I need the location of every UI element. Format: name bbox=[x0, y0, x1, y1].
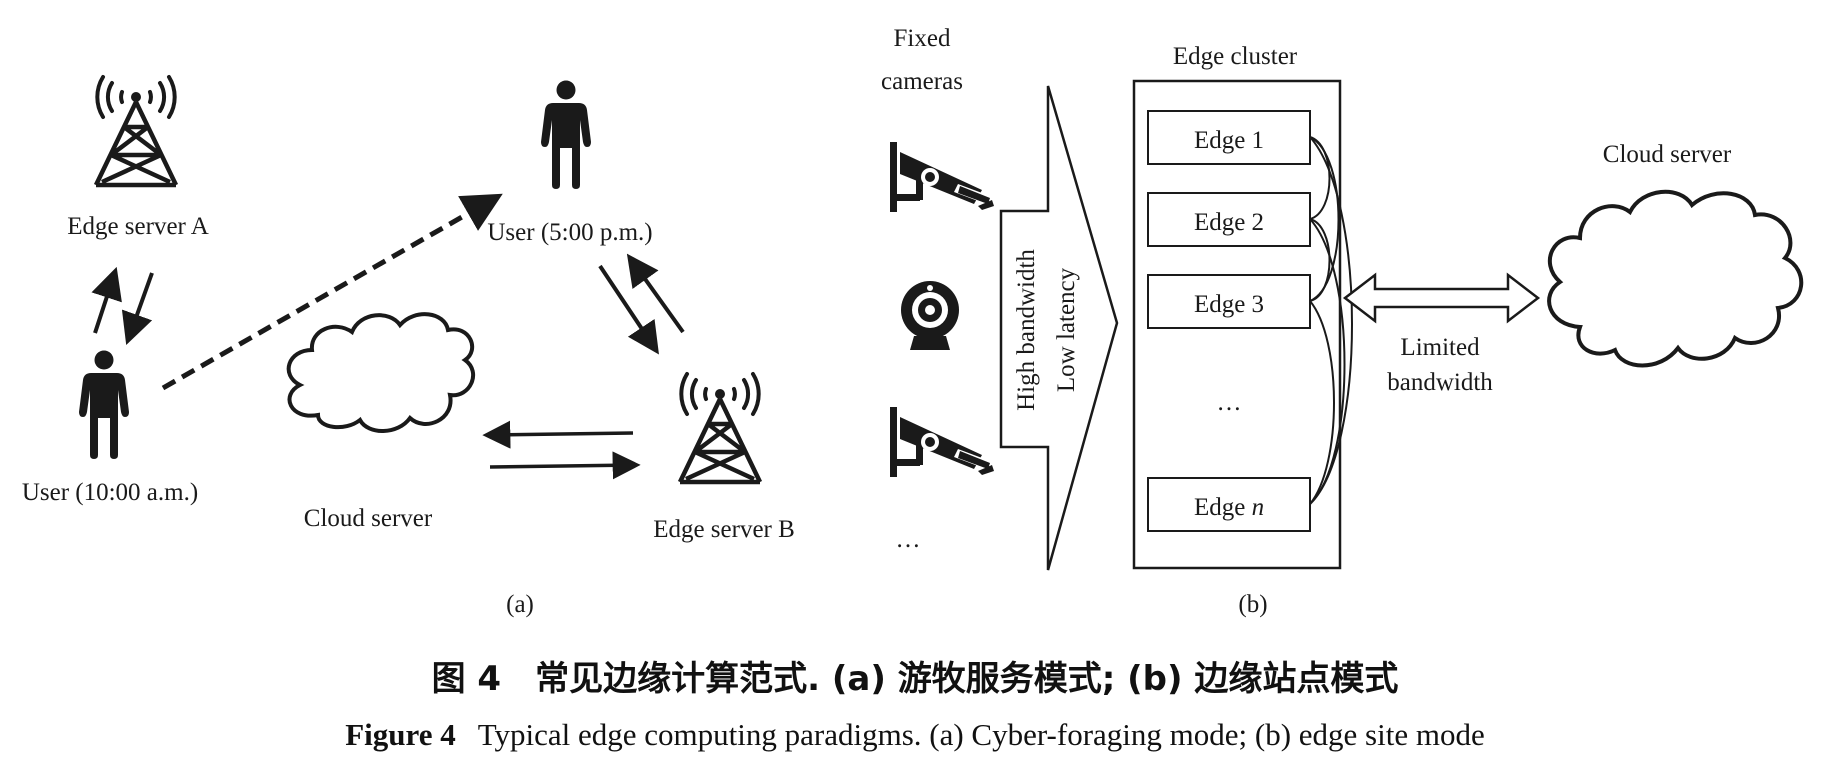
limited-bandwidth-line2: bandwidth bbox=[1387, 369, 1493, 396]
security-camera-icon bbox=[890, 142, 994, 212]
caption-chinese: 图 4 常见边缘计算范式. (a) 游牧服务模式; (b) 边缘站点模式 bbox=[432, 659, 1399, 699]
funnel-label-line2: Low latency bbox=[1053, 267, 1080, 392]
user-evening-icon bbox=[541, 80, 591, 189]
edge-ellipsis: … bbox=[1217, 389, 1242, 416]
edge-server-a-label: Edge server A bbox=[67, 213, 209, 240]
cloud-server-b-icon bbox=[1547, 189, 1804, 368]
uplink-arrow-a bbox=[91, 266, 122, 334]
fixed-cameras-label-line1: Fixed bbox=[894, 25, 951, 52]
uplink-arrow-b bbox=[626, 253, 685, 334]
edge-node-label: Edge 2 bbox=[1194, 209, 1264, 236]
funnel-label-line1: High bandwidth bbox=[1013, 249, 1040, 411]
edge-node-box bbox=[1147, 477, 1311, 532]
bidirectional-arrow bbox=[1342, 272, 1541, 324]
edge-n-label: Edge n bbox=[1194, 494, 1264, 521]
user-morning-icon bbox=[79, 350, 129, 459]
webcam-icon bbox=[901, 281, 959, 350]
edge-node-box bbox=[1147, 192, 1311, 247]
user-evening-label: User (5:00 p.m.) bbox=[487, 219, 652, 246]
panel-b-tag: (b) bbox=[1238, 591, 1267, 618]
panel-a: Edge server A User (10:00 a.m.) User (5:… bbox=[22, 77, 795, 618]
movement-dashed-arrow bbox=[161, 193, 503, 391]
edge-node-label: Edge 1 bbox=[1194, 127, 1264, 154]
edge-server-a-tower-icon bbox=[96, 77, 176, 185]
edge-node-box bbox=[1147, 110, 1311, 165]
cloud-to-edge-arrow bbox=[489, 451, 641, 480]
edge-interconnect-curves bbox=[1309, 136, 1353, 505]
user-morning-label: User (10:00 a.m.) bbox=[22, 479, 198, 506]
cloud-server-a-label: Cloud server bbox=[304, 505, 433, 532]
cloud-server-a-icon bbox=[286, 312, 476, 433]
fixed-cameras-label-line2: cameras bbox=[881, 68, 963, 95]
edge-node-label: Edge 3 bbox=[1194, 291, 1264, 318]
downlink-arrow-a bbox=[121, 272, 154, 346]
cloud-server-b-label: Cloud server bbox=[1603, 141, 1732, 168]
cloud-from-edge-arrow bbox=[482, 420, 634, 449]
funnel-arrow bbox=[999, 85, 1119, 571]
edge-node-box bbox=[1147, 274, 1311, 329]
edge-server-b-label: Edge server B bbox=[653, 516, 795, 543]
edge-cluster-label: Edge cluster bbox=[1173, 43, 1298, 70]
camera-ellipsis: … bbox=[896, 526, 921, 553]
panel-a-tag: (a) bbox=[506, 591, 534, 618]
panel-b: Fixed cameras … High bandwidth Low laten… bbox=[881, 25, 1804, 618]
downlink-arrow-b bbox=[598, 264, 659, 355]
edge-server-b-tower-icon bbox=[680, 374, 760, 482]
limited-bandwidth-line1: Limited bbox=[1400, 334, 1480, 361]
security-camera-icon bbox=[890, 407, 994, 477]
